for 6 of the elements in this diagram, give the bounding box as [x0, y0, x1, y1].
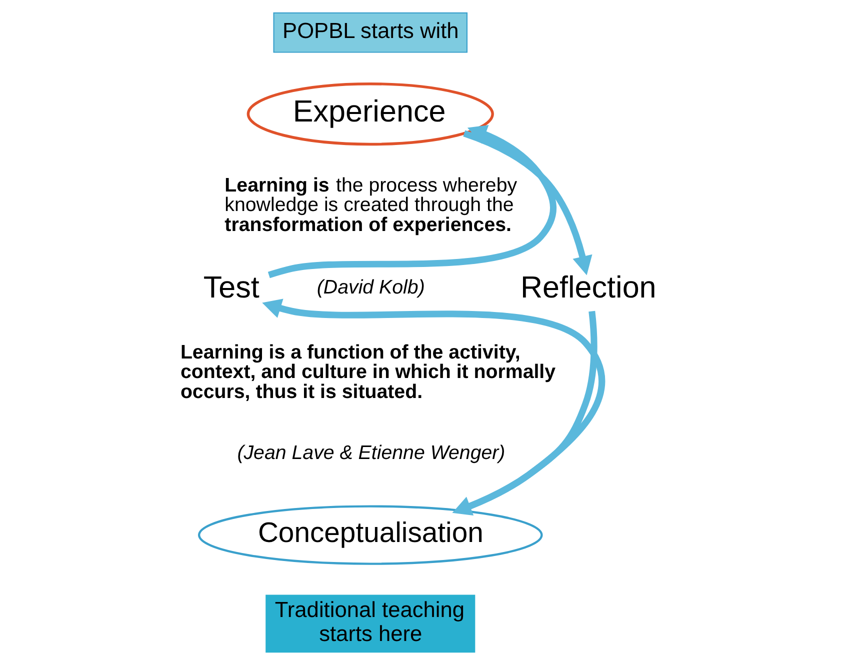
node-text: Reflection — [520, 270, 656, 304]
node-text: Test — [203, 270, 260, 304]
label: Learning is the process whereby knowledge is created through the transformation of experiences. — [224, 174, 518, 236]
label: (Jean Lave & Etienne Wenger) — [237, 442, 506, 464]
label: (David Kolb) — [316, 276, 425, 299]
label: Learning is a function of the activity, context, and culture in which it normally occurs, thus it is situated. — [180, 341, 556, 403]
